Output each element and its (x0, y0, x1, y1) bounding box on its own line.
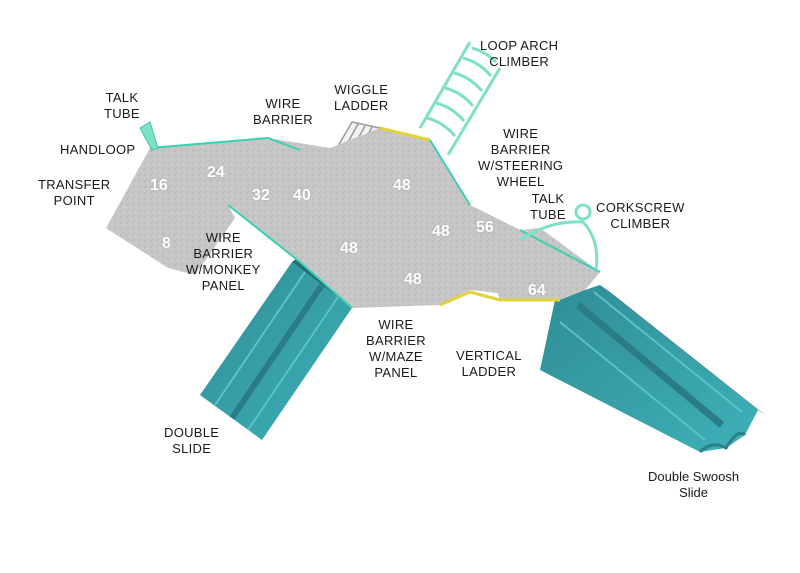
deck-number-48-mid: 48 (432, 223, 450, 240)
deck-number-48-bottom: 48 (404, 271, 422, 288)
deck-number-56: 56 (476, 219, 494, 236)
deck-number-48-left: 48 (340, 240, 358, 257)
deck-number-48-top: 48 (393, 177, 411, 194)
loop-arch-climber (418, 41, 502, 156)
deck-trim (149, 126, 601, 309)
talk-tube-left (139, 121, 159, 151)
deck-number-24: 24 (207, 164, 225, 181)
deck-number-16: 16 (150, 177, 168, 194)
deck-number-8: 8 (162, 235, 171, 252)
label-handloop: HANDLOOP (60, 142, 136, 157)
deck-number-32: 32 (252, 187, 270, 204)
double-swoosh-slide (540, 285, 765, 454)
deck-number-64: 64 (528, 282, 546, 299)
deck-number-40: 40 (293, 187, 311, 204)
corkscrew-climber (519, 203, 599, 271)
deck-surfaces (106, 128, 600, 308)
